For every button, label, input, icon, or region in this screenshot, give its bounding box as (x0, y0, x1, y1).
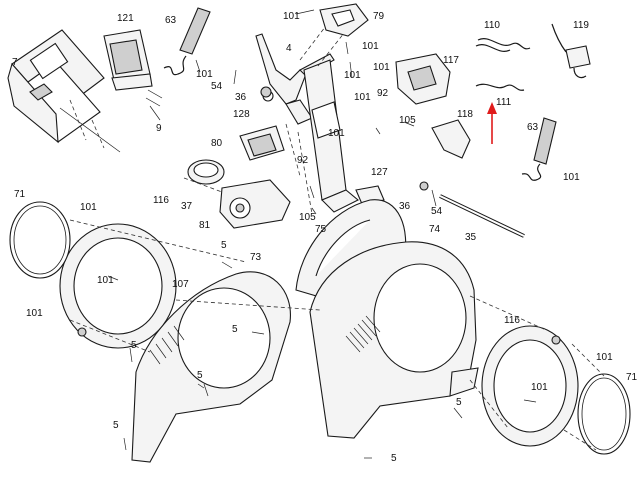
part-number-label: 37 (181, 201, 193, 212)
part-number-label: 63 (527, 122, 539, 133)
top-cover-part-79 (319, 3, 369, 37)
part-number-label: 5 (131, 340, 137, 351)
console-screws (69, 89, 163, 149)
pulse-grip-part-63-right (521, 117, 557, 181)
right-shroud-part-74 (309, 241, 479, 439)
part-number-label: 111 (496, 97, 512, 108)
part-number-label: 71 (14, 189, 26, 200)
part-number-label: 54 (211, 81, 223, 92)
part-number-label: 101 (563, 172, 580, 183)
part-number-label: 101 (531, 382, 548, 393)
part-number-label: 35 (465, 232, 477, 243)
part-number-label: 101 (362, 41, 379, 52)
right-disc-part-116 (481, 325, 579, 447)
part-number-label: 5 (391, 453, 397, 464)
upright-column (299, 9, 359, 213)
pulse-grip-part-63-top (163, 7, 211, 76)
part-number-label: 128 (233, 109, 250, 120)
part-number-label: 92 (377, 88, 389, 99)
part-number-label: 121 (117, 13, 134, 24)
console-part-7 (7, 29, 121, 153)
part-number-label: 101 (596, 352, 613, 363)
alignment-lines (69, 123, 605, 451)
wire-part-110 (475, 38, 531, 52)
rod-part-35 (439, 194, 525, 238)
left-shroud-part-73 (131, 271, 291, 463)
part-number-label: 63 (165, 15, 177, 26)
adapter-part-119 (551, 23, 591, 79)
bracket-part-80 (239, 125, 285, 161)
part-number-label: 36 (399, 201, 411, 212)
part-number-label: 7 (12, 57, 18, 68)
red-arrow (487, 102, 497, 144)
part-number-label: 5 (232, 324, 238, 335)
left-ring-part-71 (9, 201, 71, 279)
part-number-label: 75 (315, 224, 327, 235)
part-number-label: 81 (199, 220, 211, 231)
part-number-label: 5 (456, 397, 462, 408)
part-number-label: 71 (626, 372, 638, 383)
part-number-label: 119 (573, 20, 589, 31)
part-number-label: 101 (80, 202, 97, 213)
part-number-label: 101 (373, 62, 390, 73)
right-ring-part-71 (577, 373, 631, 455)
cup-part-37 (187, 159, 225, 185)
part-number-label: 107 (172, 279, 189, 290)
left-disc-part-116 (59, 223, 177, 349)
part-number-label: 101 (26, 308, 43, 319)
part-number-label: 105 (399, 115, 416, 126)
part-number-label: 36 (235, 92, 247, 103)
part-number-label: 92 (297, 155, 309, 166)
part-number-label: 101 (344, 70, 361, 81)
part-number-label: 9 (156, 123, 162, 134)
drive-part-81 (219, 179, 291, 229)
part-number-label: 116 (504, 315, 520, 326)
rear-cover-part-117 (395, 53, 451, 105)
part-number-label: 73 (250, 252, 262, 263)
part-number-label: 5 (197, 370, 203, 381)
part-number-label: 101 (196, 69, 213, 80)
part-number-label: 5 (113, 420, 119, 431)
part-number-label: 54 (431, 206, 443, 217)
part-number-label: 5 (221, 240, 227, 251)
console-back-part-121 (103, 29, 153, 91)
hub-part-36-a (260, 86, 272, 98)
part-number-label: 74 (429, 224, 441, 235)
part-number-label: 101 (354, 92, 371, 103)
part-number-label: 127 (371, 167, 388, 178)
part-number-label: 118 (457, 109, 473, 120)
part-number-label: 105 (299, 212, 316, 223)
part-number-label: 116 (153, 195, 169, 206)
cover-part-118 (431, 119, 471, 159)
screws (107, 9, 537, 459)
part-number-label: 79 (373, 11, 385, 22)
part-number-label: 101 (97, 275, 114, 286)
nut-part-36-b (419, 181, 429, 191)
part-number-label: 80 (211, 138, 223, 149)
part-number-label: 101 (283, 11, 300, 22)
part-number-label: 110 (484, 20, 500, 31)
part-number-label: 4 (286, 43, 292, 54)
part-number-label: 101 (328, 128, 345, 139)
part-number-label: 117 (443, 55, 459, 66)
wire-part-111 (475, 83, 525, 91)
